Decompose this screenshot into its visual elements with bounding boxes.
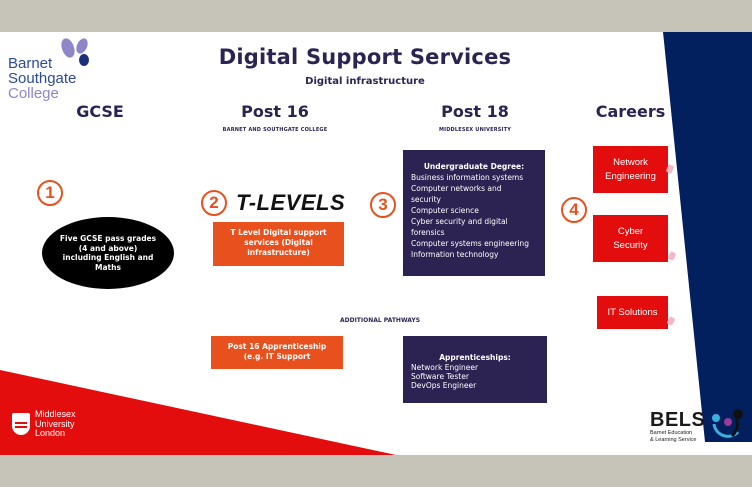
t-level-box-text: T Level Digital support services (Digita…: [230, 228, 327, 257]
t-level-box: T Level Digital support services (Digita…: [213, 222, 344, 266]
bels-name: BELS: [650, 409, 706, 431]
slide: Barnet Southgate College Digital Support…: [0, 32, 752, 455]
apprenticeship-item: Software Tester: [411, 372, 469, 381]
shield-icon: [12, 413, 30, 436]
gcse-requirement-text: Five GCSE pass grades (4 and above) incl…: [59, 234, 157, 272]
column-sub-post16: BARNET AND SOUTHGATE COLLEGE: [222, 127, 328, 133]
career-label: Network Engineering: [605, 156, 656, 182]
logo-line-3: College: [8, 85, 59, 102]
middlesex-university-logo: Middlesex University London: [12, 409, 76, 439]
mdx-line-2: University: [35, 418, 75, 429]
page-title: Digital Support Services: [218, 45, 512, 69]
bels-line-2: & Learning Service: [650, 437, 697, 443]
column-heading-post16: Post 16: [241, 102, 309, 121]
column-sub-post18: MIDDLESEX UNIVERSITY: [438, 127, 512, 133]
red-corner-shape: [0, 370, 396, 455]
column-heading-gcse: GCSE: [76, 102, 124, 121]
degree-heading: Undergraduate Degree:: [423, 162, 525, 171]
post16-apprenticeship-text: Post 16 Apprenticeship (e.g. IT Support: [227, 342, 327, 361]
degree-item: Business information systems: [411, 173, 524, 182]
column-heading-careers: Careers: [595, 102, 666, 121]
additional-pathways-label: ADDITIONAL PATHWAYS: [339, 317, 421, 324]
degree-item: Computer systems engineering: [411, 239, 529, 248]
gcse-requirement: Five GCSE pass grades (4 and above) incl…: [42, 217, 174, 289]
degree-item: Information technology: [411, 250, 499, 259]
apprenticeship-item: Network Engineer: [411, 363, 479, 372]
apprenticeships-heading: Apprenticeships:: [439, 353, 511, 362]
degree-item: Computer networks and security: [411, 184, 502, 204]
bels-line-1: Barnet Education: [650, 430, 693, 436]
career-network-engineering: Network Engineering: [593, 146, 668, 193]
logo-line-2: Southgate: [8, 70, 77, 87]
step-4-badge: 4: [561, 197, 587, 223]
background-shapes: [0, 32, 752, 455]
career-label: IT Solutions: [607, 306, 658, 318]
step-3-badge: 3: [370, 192, 396, 218]
degree-item: Computer science: [411, 206, 479, 215]
butterfly-icon: [61, 38, 89, 66]
apprenticeship-item: DevOps Engineer: [411, 381, 477, 390]
mdx-line-1: Middlesex: [35, 409, 76, 419]
barnet-southgate-college-logo: Barnet Southgate College: [8, 38, 89, 102]
step-1-badge: 1: [37, 180, 63, 206]
career-label: Cyber Security: [613, 225, 648, 251]
column-heading-post18: Post 18: [441, 102, 509, 121]
bels-logo: BELS Barnet Education & Learning Service: [650, 409, 743, 444]
step-2-badge: 2: [201, 190, 227, 216]
mdx-line-3: London: [35, 428, 66, 438]
degree-item: Cyber security and digital forensics: [411, 217, 508, 237]
undergraduate-degree-box: Undergraduate Degree: Business informati…: [403, 150, 545, 276]
career-it-solutions: IT Solutions: [597, 296, 668, 329]
logo-line-1: Barnet: [8, 55, 53, 72]
people-icon: [712, 409, 743, 438]
navy-corner-shape: [663, 32, 752, 442]
page-subtitle: Digital infrastructure: [305, 76, 425, 87]
apprenticeships-box: Apprenticeships: Network Engineer Softwa…: [403, 336, 547, 403]
career-cyber-security: Cyber Security: [593, 215, 668, 262]
t-levels-logo: T-LEVELS: [236, 190, 346, 215]
post16-apprenticeship-box: Post 16 Apprenticeship (e.g. IT Support: [211, 336, 343, 369]
